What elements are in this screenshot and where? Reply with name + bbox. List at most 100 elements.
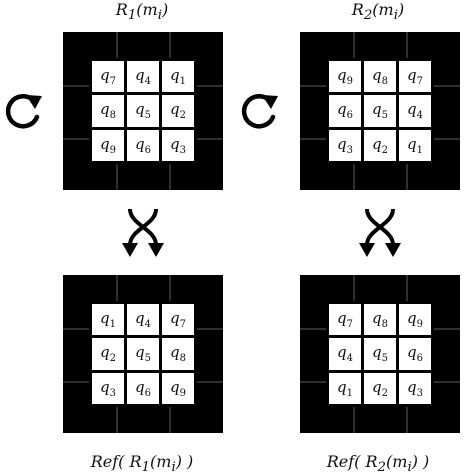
title-r1: R1(mi) [115, 0, 169, 24]
border-separator [197, 328, 223, 330]
border-separator [197, 381, 223, 383]
cell-label: q6 [337, 100, 353, 122]
grid-r2: q9 q8 q7 q6 q5 q4 q3 q2 q1 [326, 58, 434, 164]
grid-cell: q6 [329, 95, 361, 127]
panel-r2: q9 q8 q7 q6 q5 q4 q3 q2 q1 [300, 32, 460, 190]
cell-label: q4 [337, 343, 353, 365]
grid-cell: q9 [162, 372, 194, 404]
cell-label: q4 [135, 66, 151, 88]
cell-label: q9 [407, 309, 423, 331]
cell-label: q8 [170, 343, 186, 365]
cell-label: q2 [372, 134, 388, 156]
grid-cell: q8 [162, 338, 194, 370]
cell-label: q2 [100, 343, 116, 365]
border-separator [116, 32, 118, 58]
grid-cell: q6 [127, 129, 159, 161]
border-separator [169, 32, 171, 58]
border-separator [353, 32, 355, 58]
border-separator [300, 328, 326, 330]
cell-label: q9 [100, 134, 116, 156]
cell-label: q1 [337, 377, 353, 399]
border-separator [406, 164, 408, 190]
grid-cell: q3 [399, 372, 431, 404]
title-r2: R2(mi) [351, 0, 405, 24]
cell-label: q8 [372, 309, 388, 331]
grid-cell: q8 [364, 61, 396, 93]
cell-label: q4 [135, 309, 151, 331]
border-separator [300, 381, 326, 383]
cell-label: q9 [337, 66, 353, 88]
grid-cell: q5 [364, 338, 396, 370]
cell-label: q6 [135, 134, 151, 156]
grid-cell: q9 [399, 304, 431, 336]
grid-cell: q6 [399, 338, 431, 370]
grid-cell: q9 [92, 129, 124, 161]
grid-cell: q7 [92, 61, 124, 93]
border-separator [406, 407, 408, 433]
border-separator [434, 85, 460, 87]
cell-label: q4 [407, 100, 423, 122]
border-separator [300, 138, 326, 140]
border-separator [169, 407, 171, 433]
border-separator [406, 275, 408, 301]
grid-cell: q3 [329, 129, 361, 161]
grid-cell: q4 [127, 304, 159, 336]
cell-label: q3 [100, 377, 116, 399]
grid-cell: q3 [92, 372, 124, 404]
grid-cell: q6 [127, 372, 159, 404]
grid-cell: q5 [364, 95, 396, 127]
grid-cell: q9 [329, 61, 361, 93]
border-separator [169, 275, 171, 301]
cell-label: q5 [372, 100, 388, 122]
grid-cell: q7 [329, 304, 361, 336]
border-separator [353, 275, 355, 301]
grid-cell: q4 [329, 338, 361, 370]
cell-label: q1 [407, 134, 423, 156]
cell-label: q7 [337, 309, 353, 331]
cell-label: q1 [170, 66, 186, 88]
grid-cell: q2 [162, 95, 194, 127]
grid-cell: q2 [364, 372, 396, 404]
grid-cell: q7 [162, 304, 194, 336]
cell-label: q8 [100, 100, 116, 122]
border-separator [116, 275, 118, 301]
cell-label: q5 [135, 100, 151, 122]
border-separator [406, 32, 408, 58]
cell-label: q3 [407, 377, 423, 399]
grid-cell: q8 [364, 304, 396, 336]
border-separator [63, 85, 89, 87]
title-ref1: Ref( R1(mi) ) [90, 452, 194, 475]
rotate-clockwise-icon [241, 94, 278, 129]
border-separator [63, 138, 89, 140]
border-separator [169, 164, 171, 190]
border-separator [300, 85, 326, 87]
swap-arrows-icon [122, 208, 164, 257]
border-separator [353, 407, 355, 433]
border-separator [197, 85, 223, 87]
cell-label: q7 [100, 66, 116, 88]
border-separator [353, 164, 355, 190]
grid-cell: q2 [364, 129, 396, 161]
cell-label: q7 [407, 66, 423, 88]
border-separator [63, 328, 89, 330]
grid-cell: q1 [92, 304, 124, 336]
border-separator [434, 138, 460, 140]
rotate-clockwise-icon [5, 94, 42, 129]
cell-label: q7 [170, 309, 186, 331]
cell-label: q2 [372, 377, 388, 399]
grid-cell: q1 [329, 372, 361, 404]
cell-label: q8 [372, 66, 388, 88]
grid-cell: q7 [399, 61, 431, 93]
grid-cell: q4 [399, 95, 431, 127]
border-separator [434, 381, 460, 383]
border-separator [116, 164, 118, 190]
grid-cell: q8 [92, 95, 124, 127]
cell-label: q1 [100, 309, 116, 331]
cell-label: q9 [170, 377, 186, 399]
border-separator [434, 328, 460, 330]
